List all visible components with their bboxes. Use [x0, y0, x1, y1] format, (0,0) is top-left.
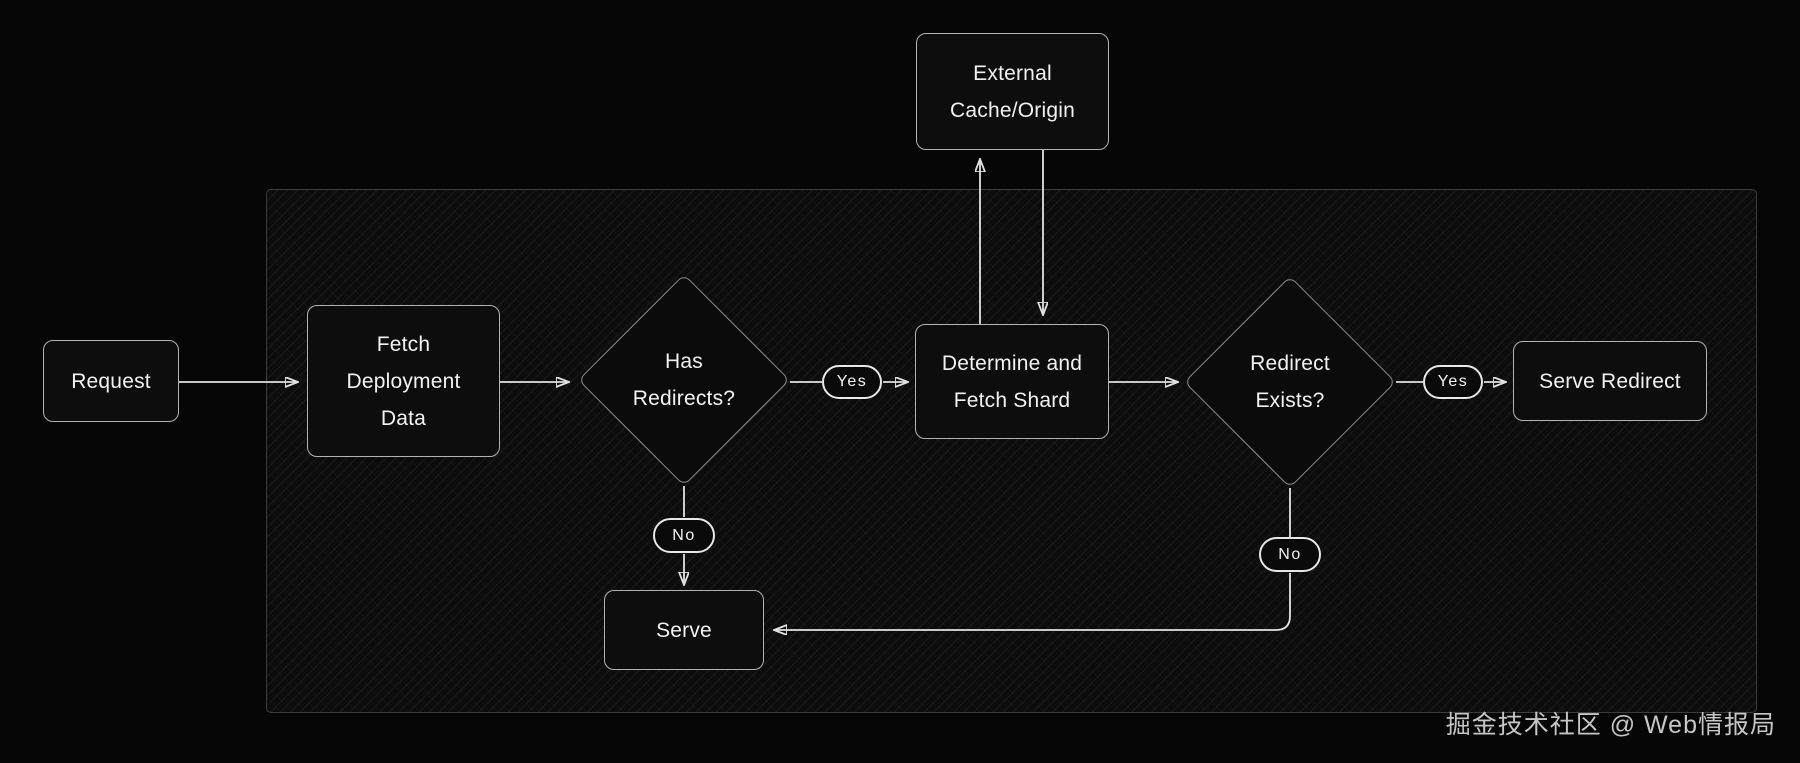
edge-label-has-redirects-yes-text: Yes	[836, 373, 868, 390]
edge-label-has-redirects-no: No	[653, 518, 715, 553]
decision-has-redirects-line-2: Redirects?	[632, 387, 736, 410]
decision-has-redirects-line-1: Has	[665, 350, 703, 373]
node-request: Request	[43, 340, 179, 422]
node-request-label: Request	[71, 369, 151, 393]
edge-label-redirect-exists-yes: Yes	[1423, 365, 1483, 399]
decision-redirect-exists-line-2: Exists?	[1255, 389, 1325, 412]
node-external-cache-origin: External Cache/Origin	[916, 33, 1109, 150]
node-external-cache-origin-line-2: Cache/Origin	[950, 98, 1075, 122]
watermark-text: 掘金技术社区 @ Web情报局	[1445, 711, 1776, 739]
node-fetch-deployment-data-line-3: Data	[380, 406, 427, 430]
node-serve-redirect-label: Serve Redirect	[1539, 369, 1681, 393]
node-determine-fetch-shard-line-2: Fetch Shard	[953, 388, 1071, 412]
flow-boundary-panel	[266, 189, 1757, 713]
node-serve: Serve	[604, 590, 764, 670]
decision-has-redirects-label: Has Redirects?	[584, 343, 784, 417]
node-serve-redirect: Serve Redirect	[1513, 341, 1707, 421]
node-fetch-deployment-data: Fetch Deployment Data	[307, 305, 500, 457]
decision-redirect-exists-line-1: Redirect	[1250, 352, 1330, 375]
decision-redirect-exists-label: Redirect Exists?	[1190, 345, 1390, 419]
edge-label-redirect-exists-no: No	[1259, 537, 1321, 572]
edge-label-has-redirects-no-text: No	[672, 526, 696, 544]
node-fetch-deployment-data-line-1: Fetch	[376, 332, 431, 356]
node-serve-label: Serve	[656, 618, 712, 642]
edge-label-has-redirects-yes: Yes	[822, 365, 882, 399]
edge-label-redirect-exists-no-text: No	[1278, 545, 1302, 563]
edge-label-redirect-exists-yes-text: Yes	[1437, 373, 1469, 390]
node-determine-fetch-shard: Determine and Fetch Shard	[915, 324, 1109, 439]
node-fetch-deployment-data-line-2: Deployment	[346, 369, 461, 393]
node-external-cache-origin-line-1: External	[973, 61, 1052, 85]
node-determine-fetch-shard-line-1: Determine and	[941, 351, 1083, 375]
